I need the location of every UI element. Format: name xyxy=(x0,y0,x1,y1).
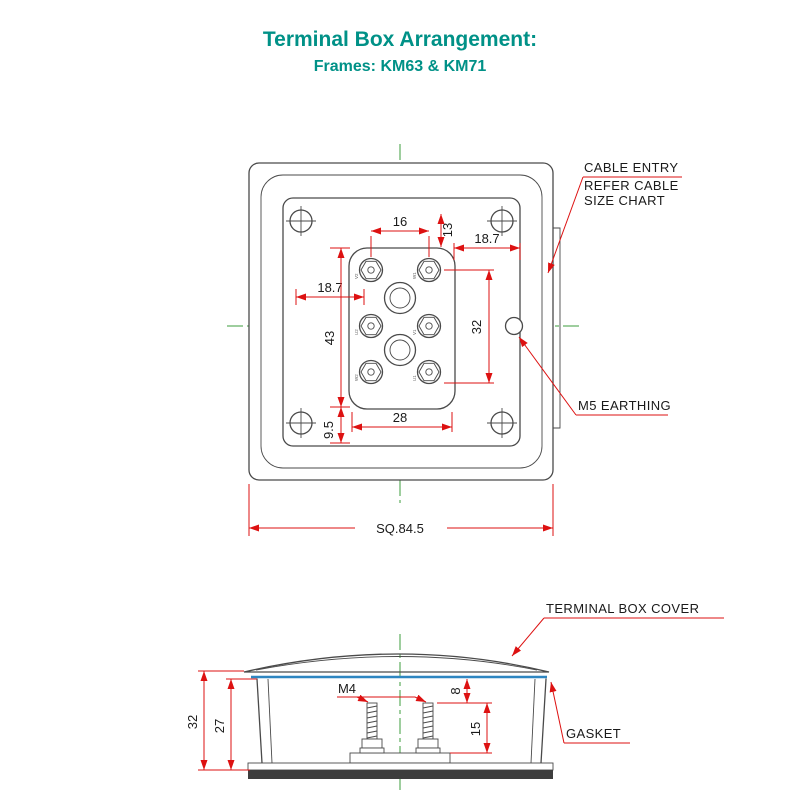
dim-side-8: 8 xyxy=(448,687,463,694)
terminal-label: V2 xyxy=(354,273,359,279)
dim-9-5: 9.5 xyxy=(321,421,336,439)
cable-entry-plate xyxy=(553,227,561,429)
terminal-label: W2 xyxy=(354,374,359,381)
page-subtitle: Frames: KM63 & KM71 xyxy=(314,58,487,75)
cable-entry-line1: CABLE ENTRY xyxy=(584,160,678,175)
cover-label: TERMINAL BOX COVER xyxy=(546,601,699,616)
earthing-label: M5 EARTHING xyxy=(578,398,671,413)
terminal-label: V1 xyxy=(412,329,417,335)
top-view: V2 U2 W2 W1 V1 U1 16 13 18.7 18. xyxy=(227,144,682,536)
side-view: 32 27 M4 8 15 TERMINAL BOX COVER xyxy=(185,601,724,793)
mounting-face xyxy=(248,770,553,779)
earthing-hole xyxy=(504,316,524,336)
box-cover-edge xyxy=(260,174,543,469)
dim-side-15: 15 xyxy=(468,722,483,736)
terminal-label: U2 xyxy=(354,329,359,335)
box-cover-inner-line xyxy=(255,656,538,671)
box-walls xyxy=(256,678,547,764)
dim-32: 32 xyxy=(469,320,484,334)
callout-earthing: M5 EARTHING xyxy=(518,336,671,416)
dim-overall: SQ.84.5 xyxy=(376,521,424,536)
dimensions-top: 16 13 18.7 18.7 32 43 xyxy=(248,214,554,536)
terminal-label: W1 xyxy=(412,272,417,279)
dim-43: 43 xyxy=(322,331,337,345)
cable-entry-line2: REFER CABLE xyxy=(584,178,679,193)
terminal-markings: V2 U2 W2 W1 V1 U1 xyxy=(354,272,417,381)
cable-entry-line3: SIZE CHART xyxy=(584,193,665,208)
callout-gasket: GASKET xyxy=(549,681,630,744)
dim-16: 16 xyxy=(393,214,407,229)
dim-18-7-right: 18.7 xyxy=(474,231,499,246)
dim-18-7-left: 18.7 xyxy=(317,280,342,295)
box-cover xyxy=(243,653,550,673)
dim-m4: M4 xyxy=(338,681,356,696)
box-base-flange xyxy=(247,762,554,771)
stud-m4-right xyxy=(415,702,441,754)
gasket-label: GASKET xyxy=(566,726,621,741)
dim-side-27: 27 xyxy=(212,719,227,733)
terminal-label: U1 xyxy=(412,375,417,381)
callout-cover: TERMINAL BOX COVER xyxy=(511,601,724,657)
dim-13: 13 xyxy=(440,223,455,237)
dim-side-32: 32 xyxy=(185,715,200,729)
terminal-pedestal xyxy=(349,752,451,764)
dimensions-side: 32 27 M4 8 15 xyxy=(185,670,492,771)
callout-cable-entry: CABLE ENTRY REFER CABLE SIZE CHART xyxy=(547,160,682,274)
stud-m4-left xyxy=(359,702,385,754)
dim-28: 28 xyxy=(393,410,407,425)
page-title: Terminal Box Arrangement: xyxy=(263,28,537,51)
